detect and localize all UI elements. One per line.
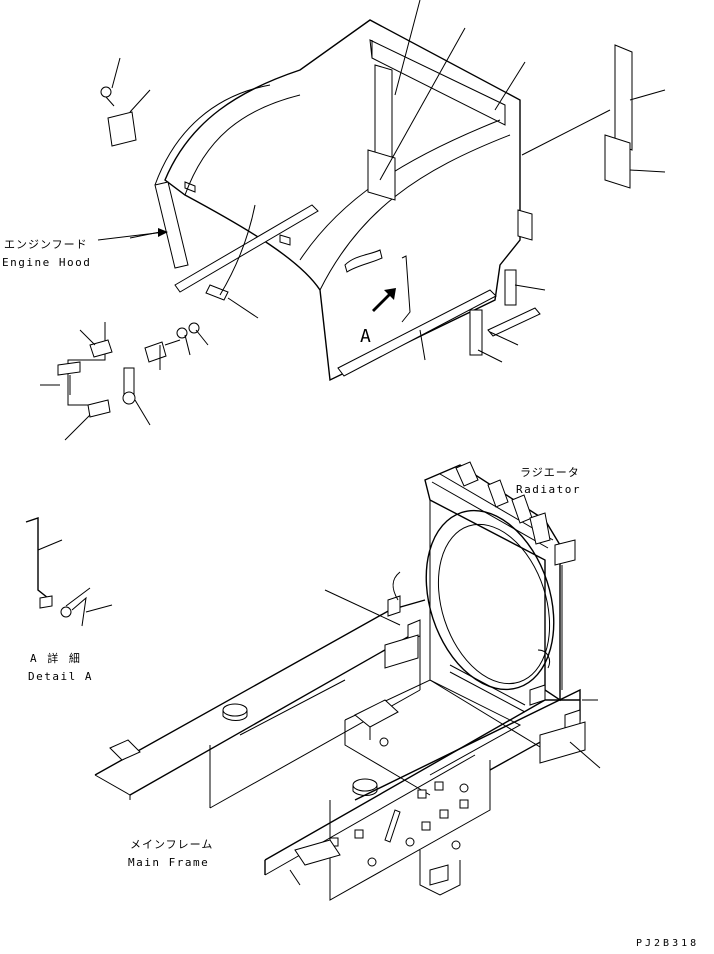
radiator-assembly — [424, 461, 576, 751]
main-frame-label-jp: メインフレーム — [130, 838, 213, 851]
main-frame-label-en: Main Frame — [128, 856, 209, 869]
engine-hood-label-jp: エンジンフード — [4, 238, 88, 251]
engine-hood-assembly — [100, 19, 633, 382]
main-frame-assembly — [94, 571, 601, 901]
drawing-code: PJ2B318 — [636, 938, 699, 949]
engine-hood-pointer — [97, 231, 166, 241]
detail-a-label-en: Detail A — [28, 670, 93, 683]
radiator-label-jp: ラジエータ — [520, 466, 580, 479]
detail-a-parts — [25, 517, 113, 627]
hood-leader-lines — [111, 0, 666, 363]
engine-hood-arrowhead — [158, 228, 168, 237]
view-arrow-a: A — [360, 288, 396, 347]
view-arrow-label: A — [360, 326, 371, 347]
hood-hardware — [40, 322, 209, 441]
engine-hood-label-en: Engine Hood — [2, 256, 91, 269]
radiator-label-en: Radiator — [516, 483, 581, 496]
detail-a-label-jp: A 詳 細 — [30, 651, 82, 665]
